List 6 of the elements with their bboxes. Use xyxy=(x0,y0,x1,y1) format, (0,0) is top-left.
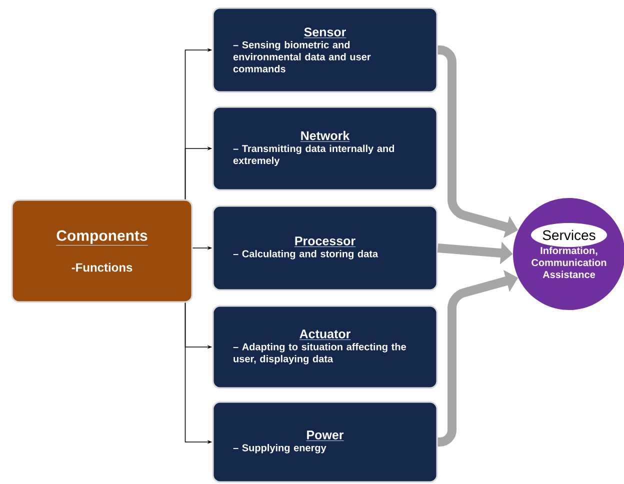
component-box: Sensor – Sensing biometric and environmental data and user commands xyxy=(212,7,438,93)
component-box: Network – Transmitting data internally and extremely xyxy=(212,106,438,191)
component-box: Components -Functions xyxy=(11,199,193,303)
component-box: Processor – Calculating and storing data xyxy=(212,205,438,291)
component-box: Power – Supplying energy xyxy=(212,401,438,483)
component-box: Actuator – Adapting to situation affecting the user, displaying data xyxy=(212,305,438,389)
